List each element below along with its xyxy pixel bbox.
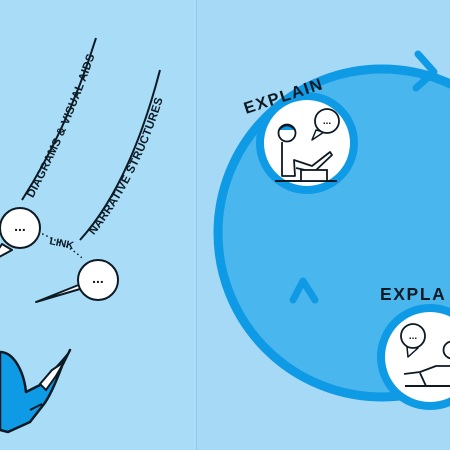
explain-label-bottom: EXPLA: [380, 284, 446, 304]
person-head-icon-bottom: [442, 340, 450, 360]
explain-node-top: ...: [256, 92, 358, 194]
speech-bubble-1-dots: ...: [14, 218, 26, 234]
right-panel: ... EXPLAIN ... EXPLA: [213, 50, 450, 410]
person-figure: [0, 348, 72, 434]
arrow-icon-left: [289, 277, 319, 304]
curve-line-diagrams: [21, 37, 97, 201]
bottom-node-bubble-dots: ...: [409, 331, 418, 342]
speech-bubble-2: ...: [35, 259, 119, 303]
curve-line-narrative: [79, 69, 161, 241]
speech-bubble-1: ...: [0, 207, 41, 258]
speech-bubble-2-dots: ...: [92, 270, 104, 286]
top-node-bubble-dots: ...: [323, 116, 332, 127]
arrow-icon-top: [412, 50, 438, 92]
link-label: LINK: [48, 235, 75, 252]
link-dotted-line: [37, 231, 83, 259]
explain-node-bottom: ...: [377, 304, 450, 410]
